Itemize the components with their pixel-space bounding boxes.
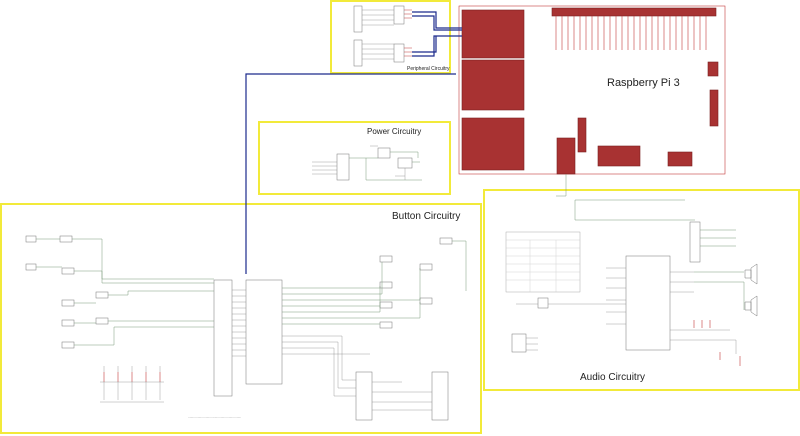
button-l-trigger [25,235,37,243]
ethernet-port [461,117,525,171]
volume-potentiometer [537,297,549,309]
audio-capacitors [693,320,741,366]
button-footer-note: ........................................… [188,415,241,419]
mcu-chip-right [245,279,283,385]
usb-port-top [461,9,525,59]
display-connector [709,89,719,127]
button-up [61,299,75,307]
speaker-left [744,263,758,285]
button-down [61,341,75,349]
button-r-trigger [25,263,37,271]
sd-slot [707,61,719,77]
hdmi-port [597,145,641,167]
mcu-chip-left [213,279,233,397]
raspberry-pi-board: Raspberry Pi 3 [458,5,726,175]
button-x [379,281,393,289]
button-select-r [379,321,393,329]
audio-jack [556,137,576,175]
audio-settings-table [505,231,581,293]
joystick-left [355,371,373,421]
left-button-group [25,235,214,349]
power-title: Power Circuitry [367,127,421,136]
peripheral-section [330,0,451,74]
button-title: Button Circuitry [392,211,460,222]
button-pinball-l [59,235,73,243]
button-a [379,255,393,263]
right-button-group [282,237,467,329]
audio-circuitry: Audio Circuitry [505,200,758,383]
gpio-pin-ticks [555,16,707,50]
amplifier-chip [625,255,671,351]
camera-connector [577,117,587,153]
gpio-header [551,7,717,17]
usb-connector-1 [353,5,363,33]
button-start [95,317,109,325]
micro-usb-breakout [336,153,350,181]
uart-bus-wire [245,73,456,274]
usb-bus-wires [412,11,462,57]
headphone-jack [689,221,701,263]
joystick-right [431,371,449,421]
led-array [100,366,164,403]
button-left [61,319,75,327]
usb-header-1 [393,5,405,25]
button-select [95,291,109,299]
peripheral-title: Peripheral Circuitry [407,66,450,72]
button-y [379,301,393,309]
power-section [258,121,451,195]
speaker-right [744,295,758,317]
button-r-bumper [439,237,453,245]
button-right [61,267,75,275]
button-circuitry: Button Circuitry [25,211,467,421]
button-section [0,203,482,434]
usb-header-2 [393,43,405,63]
audio-title: Audio Circuitry [580,372,645,383]
power-circuitry: Power Circuitry [312,127,422,181]
usb-port-bottom [461,59,525,111]
button-home [419,297,433,305]
raspberry-pi-title: Raspberry Pi 3 [607,77,680,89]
usb-connector-2 [353,39,363,67]
audio-link-wire [556,174,685,201]
peripheral-circuitry: Peripheral Circuitry [353,5,450,72]
button-b [419,263,433,271]
power-switch [377,147,391,159]
micro-usb-port [667,151,693,167]
power-regulator [397,157,413,169]
gain-jumper-block [511,333,527,353]
audio-section [483,189,800,391]
